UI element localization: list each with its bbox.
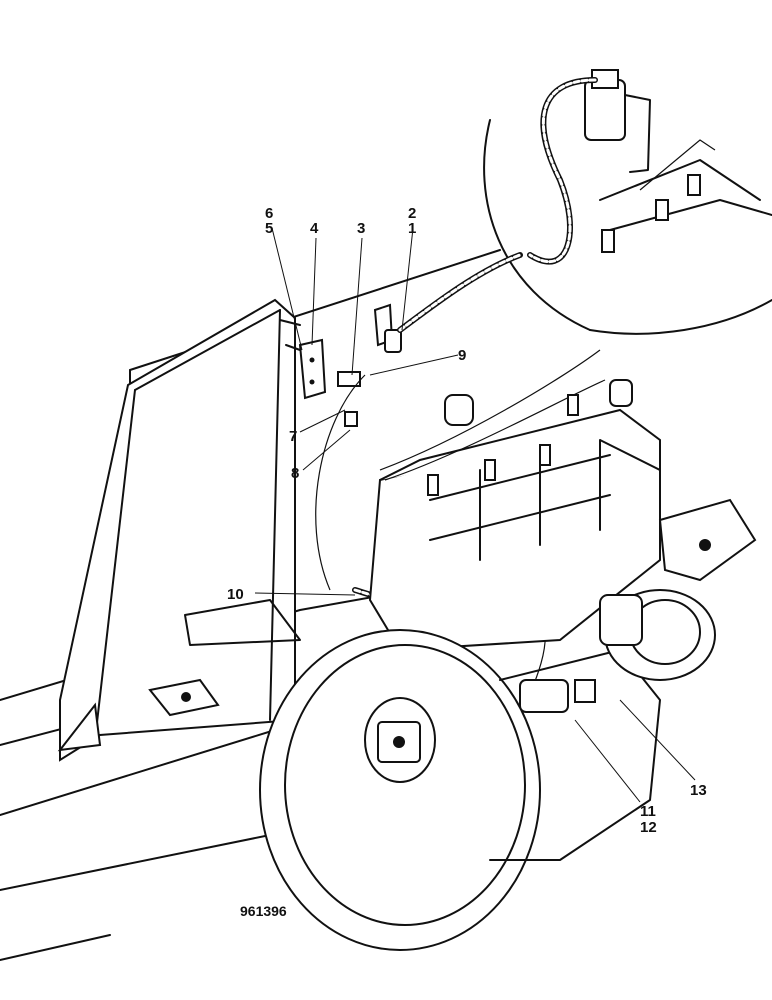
engine-block — [368, 349, 661, 652]
callout-10: 10 — [227, 586, 244, 603]
callout-7: 7 — [289, 428, 297, 445]
callout-8: 8 — [291, 465, 299, 482]
flywheel-housing — [259, 629, 661, 951]
callout-3: 3 — [357, 220, 365, 237]
callout-5: 5 — [265, 220, 273, 237]
drawing-number: 961396 — [240, 903, 287, 919]
starter-motor — [519, 498, 757, 713]
callout-12: 12 — [640, 819, 657, 836]
callout-4: 4 — [310, 220, 319, 237]
callout-11: 11 — [640, 803, 656, 820]
callout-1: 1 — [408, 220, 416, 237]
detail-inset — [483, 69, 772, 335]
callout-9: 9 — [458, 347, 466, 364]
callout-6: 6 — [265, 205, 273, 222]
solenoid-bracket-assembly — [279, 303, 402, 427]
leader-lines — [254, 227, 696, 803]
callout-13: 13 — [690, 782, 707, 799]
radiator-panel — [57, 298, 301, 762]
callout-labels: 2 1 6 5 4 3 9 7 8 10 13 11 12 961396 — [227, 205, 707, 919]
callout-2: 2 — [408, 205, 416, 222]
